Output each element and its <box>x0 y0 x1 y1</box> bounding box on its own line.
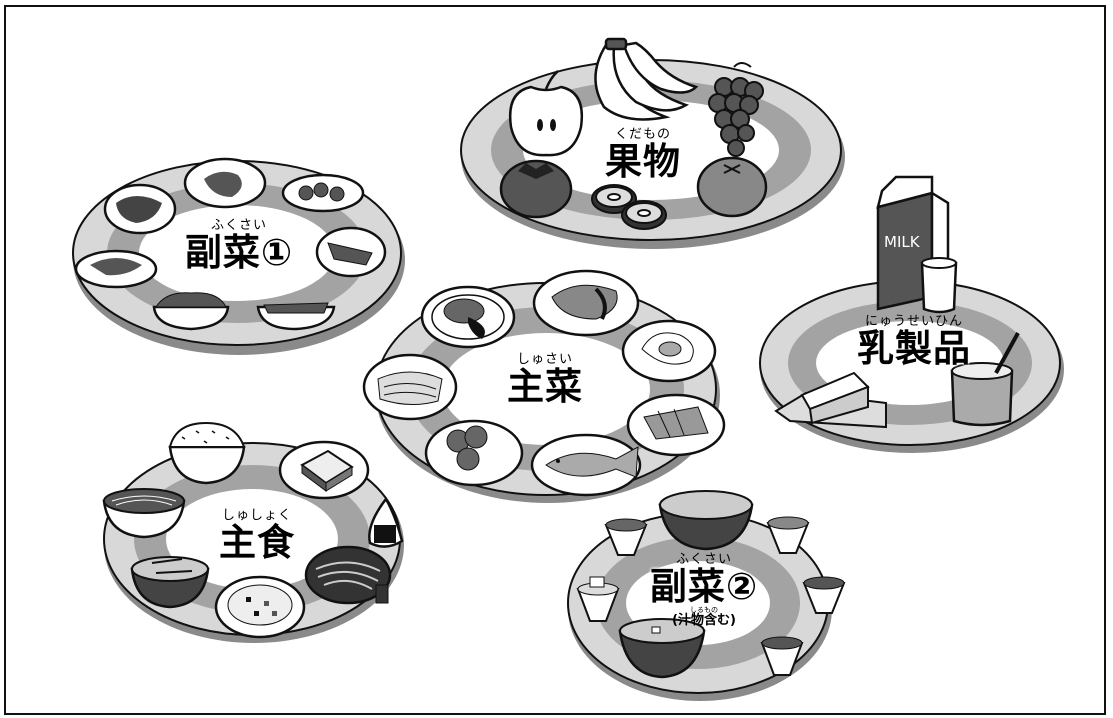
dairy-name: 乳製品 <box>857 327 971 370</box>
small-bowl-icon <box>760 636 804 676</box>
side-dish-bowl-icon <box>256 302 336 331</box>
milk-carton-label: MILK <box>884 233 921 251</box>
side-dish-bowl-icon <box>152 292 230 331</box>
side-dish-2-note: (汁物含む) <box>672 613 736 628</box>
miso-soup-bowl-icon <box>658 490 754 551</box>
illustration-frame: MILK <box>4 5 1106 715</box>
karaage-plate-icon <box>424 419 524 487</box>
staple-food-ruby: しゅしょく <box>221 508 292 523</box>
fruit-name: 果物 <box>605 140 681 183</box>
miso-soup-bowl-icon <box>618 618 706 679</box>
yakisoba-plate-icon <box>304 545 392 605</box>
side-dish-2-ruby: ふくさい <box>675 552 732 567</box>
grilled-fish-plate-icon <box>626 393 726 457</box>
noodle-bowl-icon <box>102 488 186 539</box>
horse-mackerel-plate-icon <box>530 433 642 497</box>
apple-icon <box>508 70 584 157</box>
dairy-tray: MILK <box>759 175 1064 453</box>
small-bowl-icon <box>766 516 810 554</box>
main-dish-label: しゅさい 主菜 <box>490 353 600 405</box>
fried-egg-plate-icon <box>621 319 717 383</box>
small-bowl-icon <box>604 518 648 556</box>
bread-plate-icon <box>278 440 370 500</box>
side-dish-1-name: 副菜① <box>184 231 294 274</box>
yogurt-cup-icon <box>950 332 1020 427</box>
meat-plate-icon <box>532 269 640 337</box>
persimmon-icon <box>499 159 573 219</box>
side-dish-2-note-ruby: しるもの <box>690 606 718 614</box>
main-dish-tray <box>362 269 726 503</box>
staple-food-tray <box>102 421 404 643</box>
banana-icon <box>594 37 699 121</box>
soup-bowl-icon <box>130 556 210 609</box>
main-dish-name: 主菜 <box>507 365 583 408</box>
side-dish-2-name: 副菜② <box>649 565 759 608</box>
tofu-bowl-icon <box>576 576 620 622</box>
staple-food-name: 主食 <box>219 521 295 564</box>
fried-rice-plate-icon <box>214 575 306 639</box>
rice-ball-icon <box>368 496 404 548</box>
cheese-icon <box>774 371 887 429</box>
mandarin-icon <box>696 156 768 218</box>
side-dish-2-tray <box>567 490 846 701</box>
side-dish-1-ruby: ふくさい <box>210 218 267 233</box>
side-dish-plate-icon <box>183 157 267 209</box>
side-dish-1-tray <box>72 157 405 355</box>
side-dish-plate-icon <box>103 183 177 235</box>
side-dish-bowl-icon <box>281 173 365 213</box>
ginger-pork-plate-icon <box>362 353 458 421</box>
kiwi-icon <box>591 184 667 230</box>
rice-bowl-icon <box>168 421 246 485</box>
side-dish-1-label: ふくさい 副菜① <box>174 219 304 271</box>
fruit-label: くだもの 果物 <box>581 128 705 180</box>
fruit-tray <box>460 37 845 249</box>
side-dish-2-label: ふくさい 副菜② しるもの (汁物含む) <box>639 553 769 627</box>
staple-food-label: しゅしょく 主食 <box>202 509 312 561</box>
food-groups-illustration: MILK <box>72 37 1064 701</box>
milk-glass-icon <box>920 257 958 314</box>
fruit-ruby: くだもの <box>614 127 671 142</box>
small-bowl-icon <box>802 576 846 614</box>
hamburg-steak-plate-icon <box>420 285 516 349</box>
dairy-ruby: にゅうせいひん <box>864 314 963 329</box>
dairy-label: にゅうせいひん 乳製品 <box>844 315 984 367</box>
side-dish-plate-icon <box>315 226 387 278</box>
main-dish-ruby: しゅさい <box>516 352 573 367</box>
side-dish-bowl-icon <box>74 249 158 289</box>
grapes-icon <box>708 62 764 157</box>
